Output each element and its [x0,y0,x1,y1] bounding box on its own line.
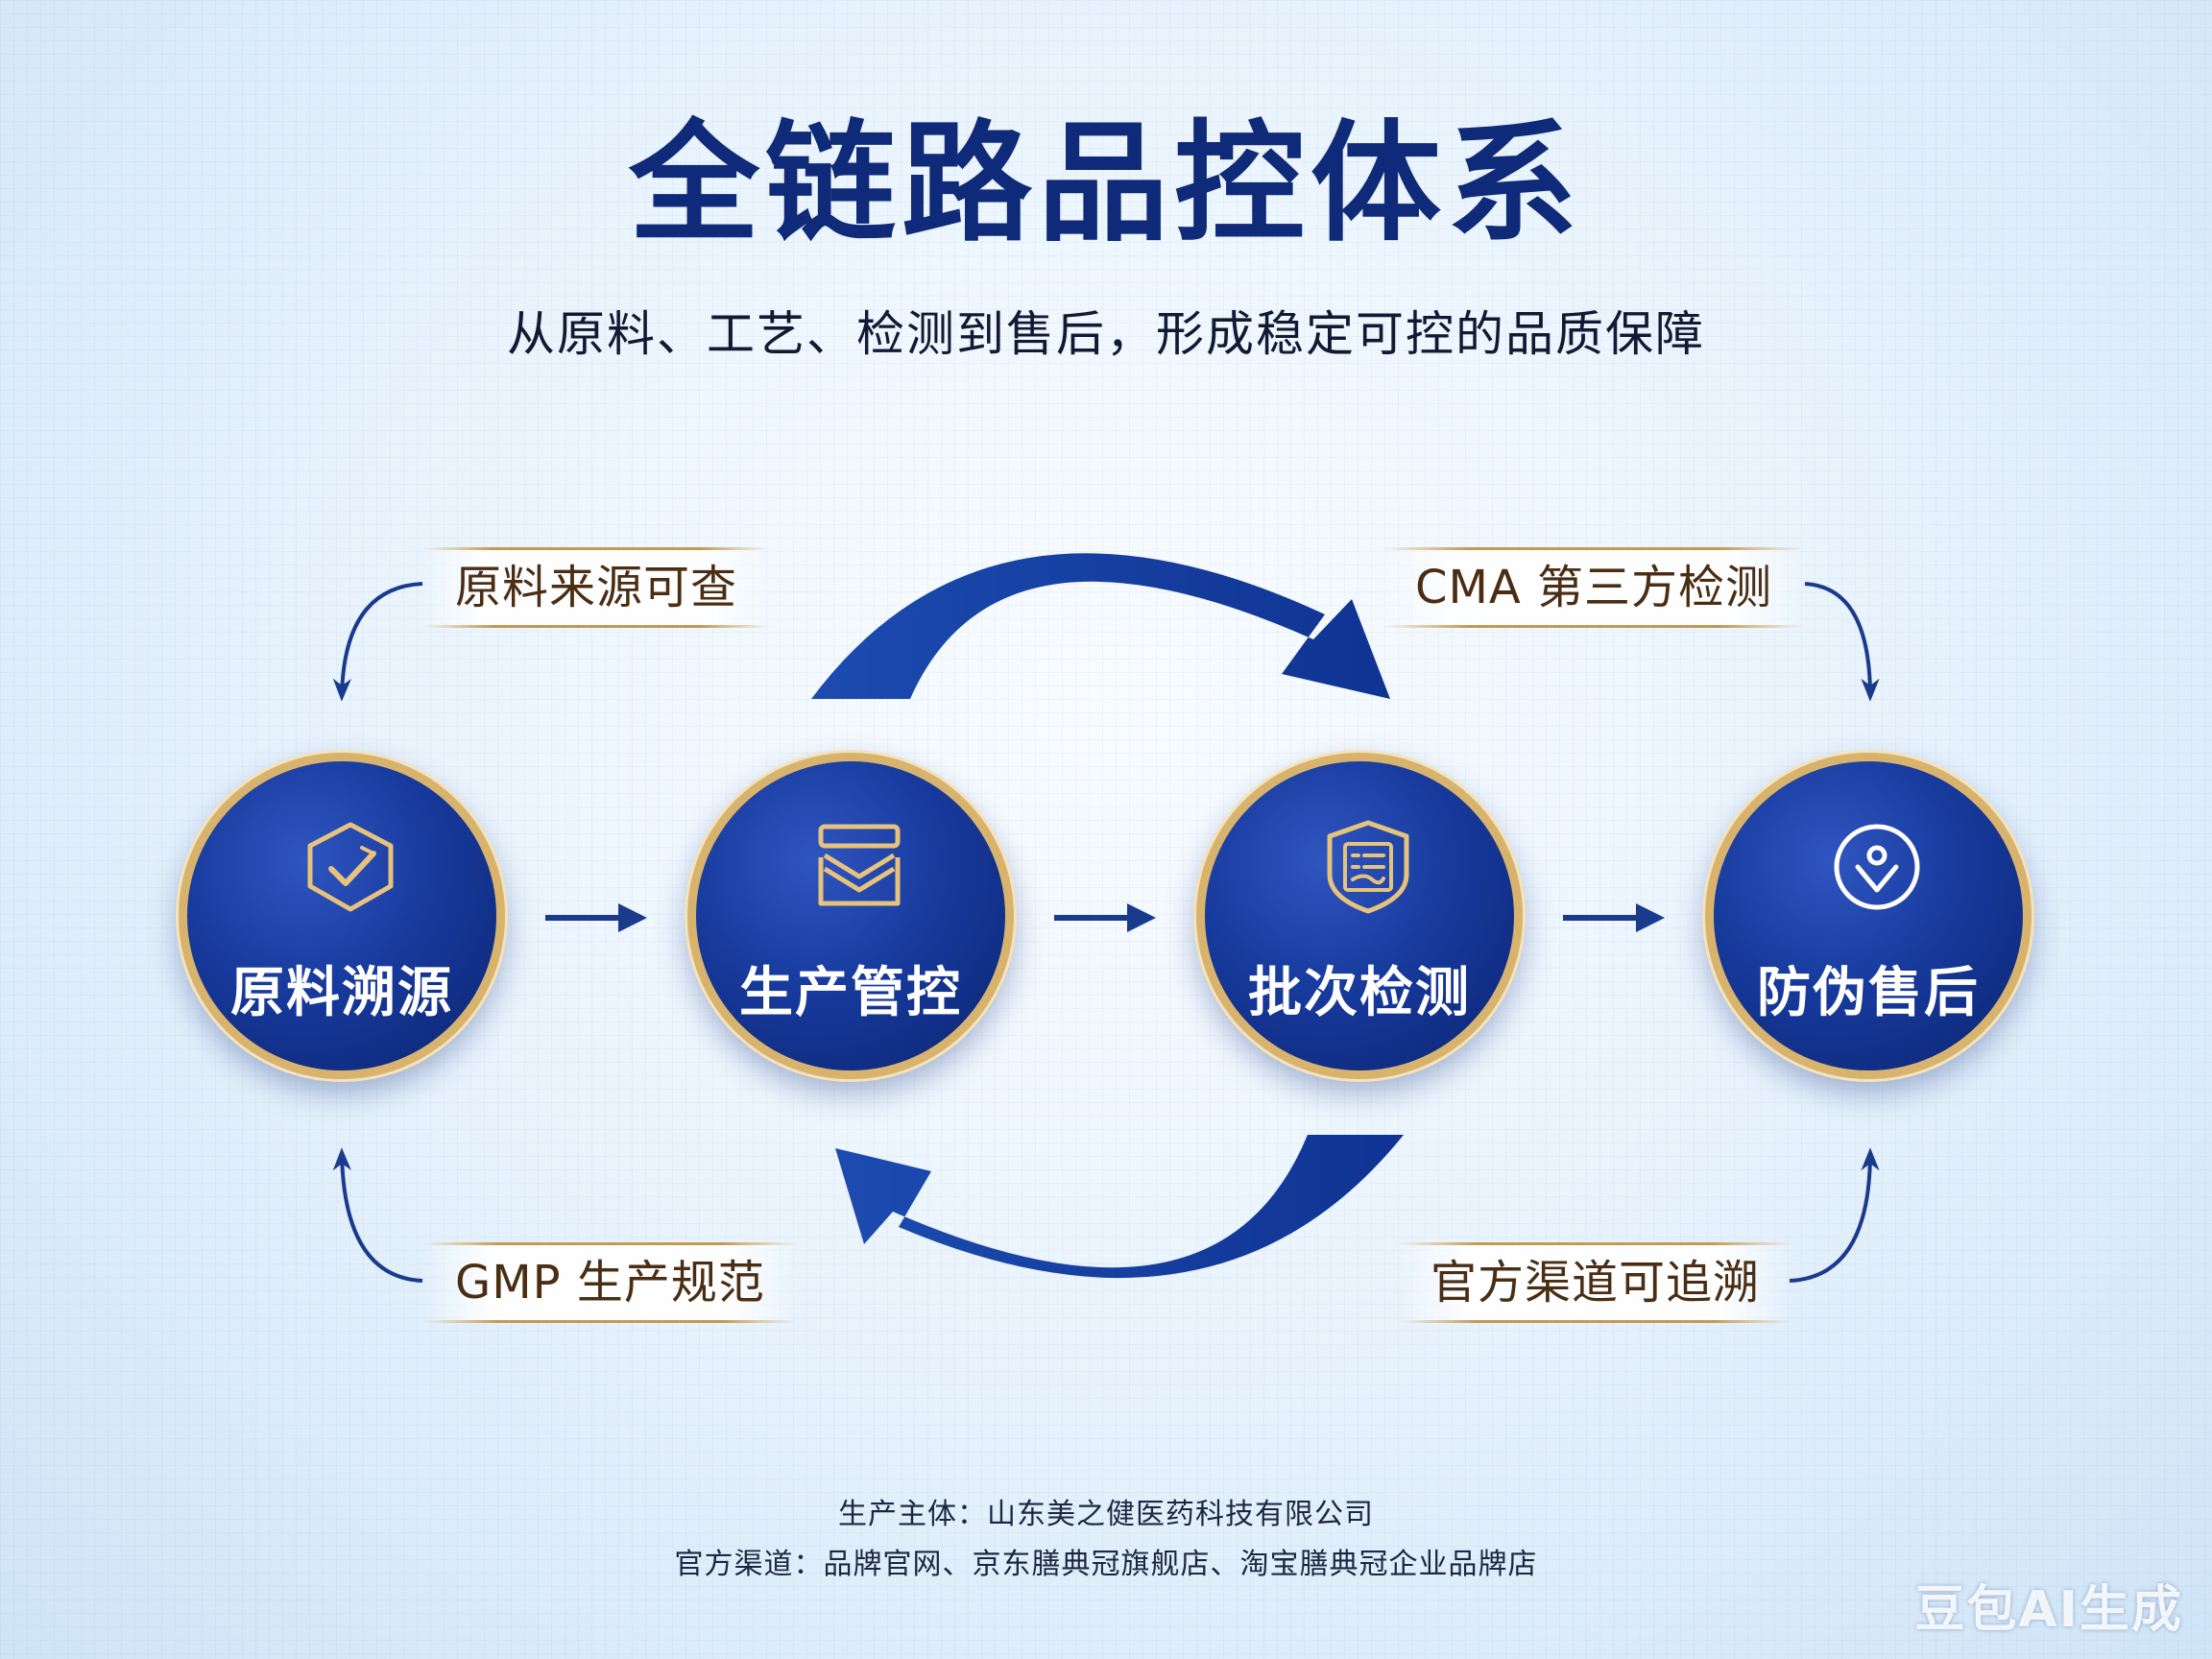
page-title: 全链路品控体系 [629,108,1583,260]
shield-check-icon [307,822,394,912]
cycle-arrow-bottom [835,1135,1404,1279]
node-label: 防伪售后 [1757,962,1980,1024]
annotation-top-left: 原料来源可查 [422,547,771,628]
callout-arrow-top-left [332,582,423,702]
annotation-bottom-left: GMP 生产规范 [422,1242,798,1323]
node-label: 生产管控 [739,962,962,1024]
layered-box-icon [818,824,901,906]
page-subtitle: 从原料、工艺、检测到售后，形成稳定可控的品质保障 [507,306,1705,362]
node-production-control: 生产管控 [687,753,1014,1079]
ai-watermark: 豆包AI生成 [1914,1581,2183,1639]
node-label: 批次检测 [1248,962,1471,1024]
footer-producer: 生产主体：山东美之健医药科技有限公司 [838,1498,1374,1531]
cycle-arrow-top [811,553,1390,699]
footer-channels: 官方渠道：品牌官网、京东膳典冠旗舰店、淘宝膳典冠企业品牌店 [674,1548,1538,1581]
annotation-top-right: CMA 第三方检测 [1382,547,1806,628]
report-shield-icon [1327,820,1409,914]
callout-arrow-top-right [1804,582,1880,702]
annotation-bottom-right: 官方渠道可追溯 [1398,1242,1793,1323]
callout-arrow-bottom-right [1789,1147,1880,1283]
node-raw-material-tracing: 原料溯源 [179,753,505,1079]
callout-arrow-bottom-left [332,1147,423,1283]
node-label: 原料溯源 [230,962,453,1024]
node-batch-testing: 批次检测 [1196,753,1523,1079]
node-anti-counterfeit-aftersales: 防伪售后 [1705,753,2032,1079]
location-badge-icon [1834,824,1920,910]
